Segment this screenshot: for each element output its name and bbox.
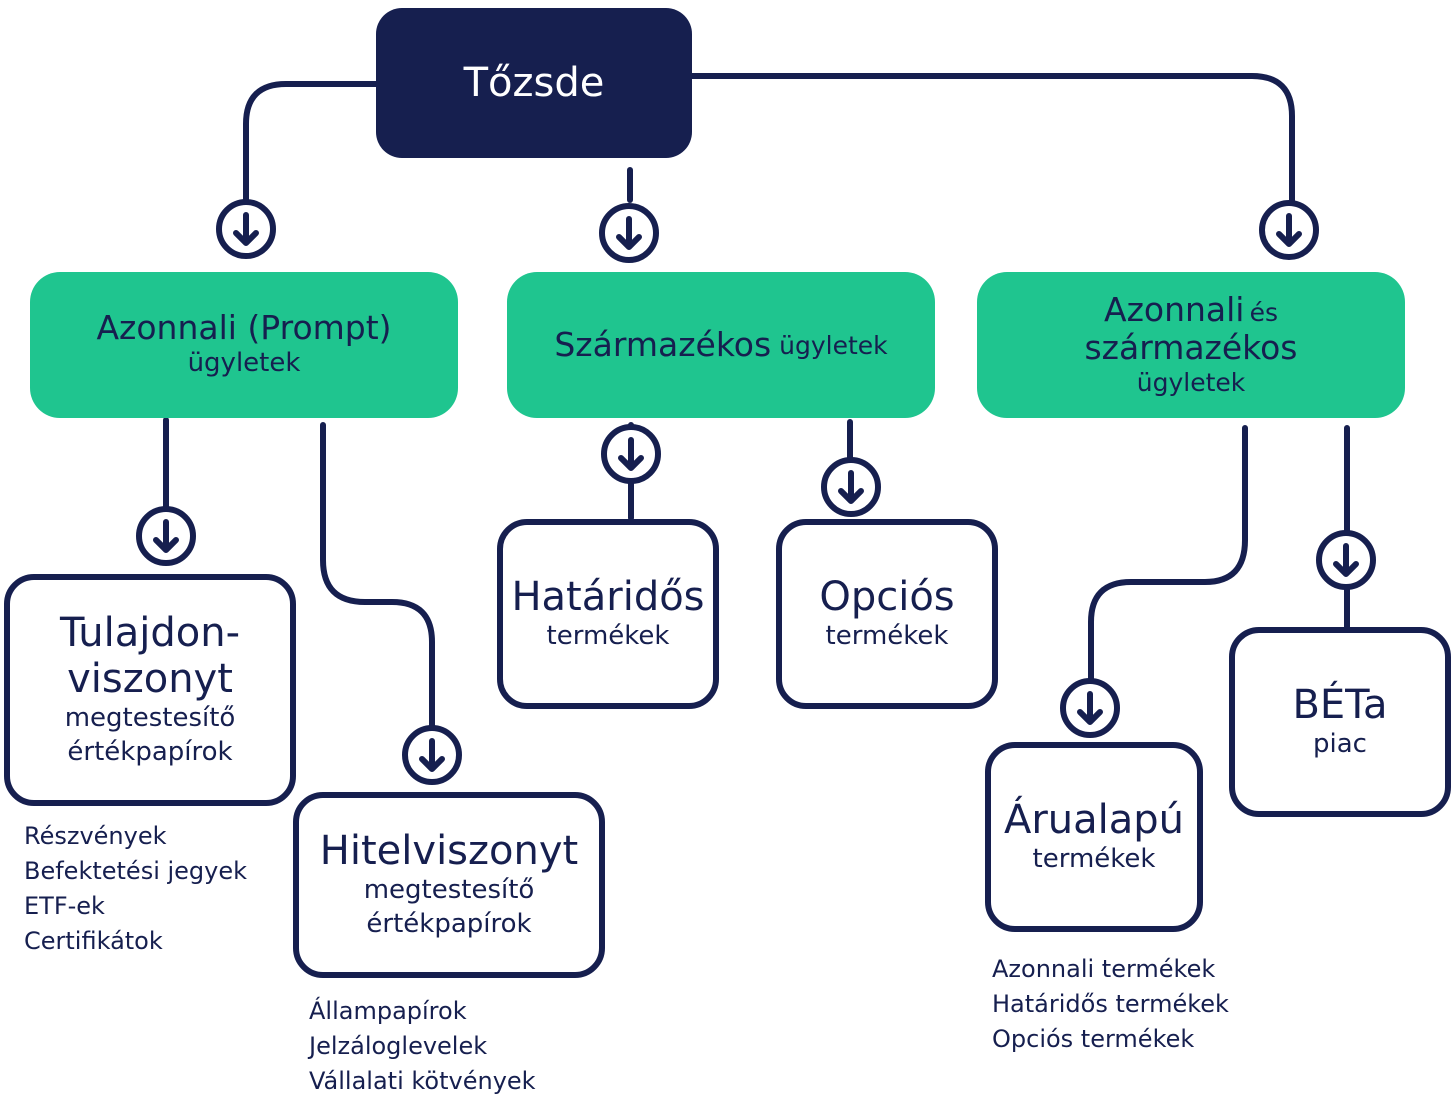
category-both-title-and: és (1249, 297, 1278, 327)
debt-title: Hitelviszonyt (319, 828, 579, 875)
equity-title-line2: viszonyt (67, 656, 233, 703)
equity-title-line1: Tulajdon- (59, 610, 241, 657)
arrow-down-circle-icon (1316, 530, 1376, 590)
arrow-down-circle-icon (601, 424, 661, 484)
equity-subtitle-line2: értékpapírok (67, 737, 233, 767)
category-both-title-a: Azonnali (1104, 289, 1245, 329)
options-title: Opciós (819, 574, 955, 621)
arrow-down-circle-icon (402, 725, 462, 785)
connector-root-to-both (689, 73, 1295, 205)
list-item: ETF-ek (24, 892, 105, 920)
category-spot-subtitle: ügyletek (187, 348, 301, 379)
beta-subtitle: piac (1313, 729, 1367, 760)
arrow-down-circle-icon (216, 199, 276, 259)
category-derivative-subtitle: ügyletek (779, 330, 888, 360)
list-item: Befektetési jegyek (24, 857, 248, 885)
category-both-title-b: származékos (1084, 327, 1298, 367)
debt-subtitle-line2: értékpapírok (366, 909, 532, 939)
futures-subtitle: termékek (546, 621, 670, 652)
list-item: Részvények (24, 822, 167, 850)
list-item: Jelzáloglevelek (309, 1032, 488, 1060)
list-item: Certifikátok (24, 927, 163, 955)
debt-subtitle-line1: megtestesítő (363, 875, 535, 906)
product-equity-securities: Tulajdon- viszonyt megtestesítő értékpap… (4, 574, 296, 806)
arrow-down-circle-icon (599, 203, 659, 263)
product-options: Opciós termékek (776, 519, 998, 709)
futures-title: Határidős (511, 574, 705, 621)
options-subtitle: termékek (825, 621, 949, 652)
product-commodity: Árualapú termékek (985, 742, 1203, 932)
category-spot-and-derivative-trades: Azonnali és származékos ügyletek (977, 272, 1405, 418)
category-derivative-trades: Származékos ügyletek (507, 272, 935, 418)
commodity-title: Árualapú (1003, 797, 1185, 844)
connector-both-to-commodity (1088, 425, 1248, 683)
list-item: Vállalati kötvények (309, 1067, 536, 1095)
product-debt-securities: Hitelviszonyt megtestesítő értékpapírok (293, 792, 605, 978)
list-item: Állampapírok (309, 997, 467, 1025)
root-node-tozsde: Tőzsde (376, 8, 692, 158)
connector-spot-to-debt (320, 422, 435, 729)
category-spot-title: Azonnali (Prompt) (96, 308, 392, 348)
list-item: Opciós termékek (992, 1025, 1195, 1053)
list-item: Azonnali termékek (992, 955, 1216, 983)
equity-subtitle-line1: megtestesítő (64, 703, 236, 734)
category-derivative-title: Származékos (554, 325, 772, 365)
product-beta-market: BÉTa piac (1229, 627, 1451, 817)
root-label: Tőzsde (463, 60, 605, 106)
arrow-down-circle-icon (1259, 200, 1319, 260)
debt-examples-list: Állampapírok Jelzáloglevelek Vállalati k… (309, 994, 536, 1099)
commodity-subtitle: termékek (1032, 844, 1156, 875)
list-item: Határidős termékek (992, 990, 1229, 1018)
arrow-down-circle-icon (136, 506, 196, 566)
product-futures: Határidős termékek (497, 519, 719, 709)
arrow-down-circle-icon (1060, 678, 1120, 738)
commodity-examples-list: Azonnali termékek Határidős termékek Opc… (992, 952, 1229, 1057)
equity-examples-list: Részvények Befektetési jegyek ETF-ek Cer… (24, 819, 247, 959)
beta-title: BÉTa (1292, 682, 1388, 729)
connector-root-to-spot (243, 81, 379, 203)
category-both-subtitle: ügyletek (1136, 367, 1246, 397)
arrow-down-circle-icon (821, 457, 881, 517)
category-spot-trades: Azonnali (Prompt) ügyletek (30, 272, 458, 418)
